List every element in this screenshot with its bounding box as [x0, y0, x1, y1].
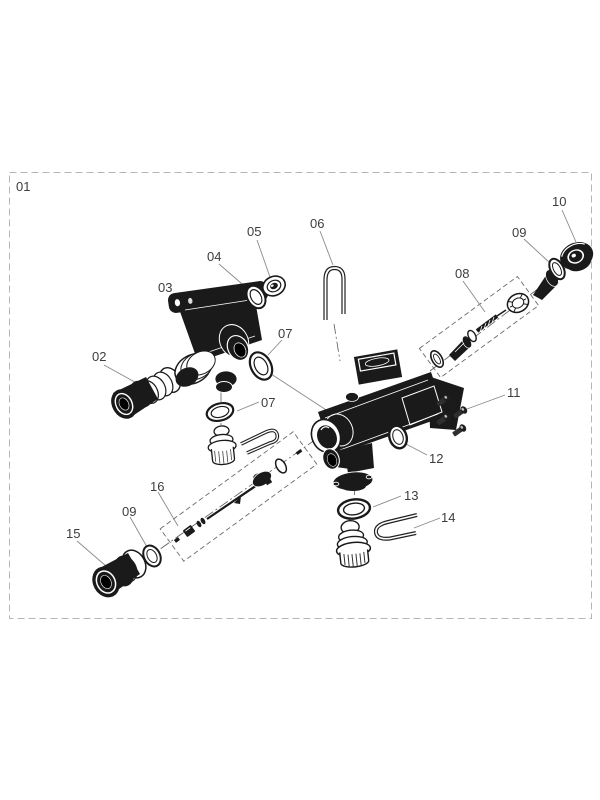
assembly-boundary-frame: [9, 172, 592, 619]
leader-05: [256, 239, 271, 278]
part-08-cartridge-kit: [429, 292, 530, 368]
part-16-spindle-kit: [173, 449, 303, 543]
part-retaining-clip-mid: [240, 428, 280, 455]
part-10-end-cap: [560, 242, 594, 272]
callout-03-label: 03: [158, 280, 172, 295]
leader-06: [319, 230, 334, 266]
part-07-oring-upper: [248, 351, 274, 381]
leader-12: [405, 443, 428, 456]
part-09-oring-upper: [548, 257, 566, 281]
callout-02-label: 02: [92, 349, 106, 364]
leader-09-upper: [523, 238, 552, 265]
leader-10: [561, 209, 577, 243]
part-03-upper-manifold: [168, 281, 268, 393]
part-06-retaining-clip: [323, 265, 346, 320]
leader-14: [413, 517, 441, 529]
leader-07-lower: [236, 401, 260, 412]
leader-09-lower: [129, 516, 148, 548]
callout-12-label: 12: [429, 451, 443, 466]
callout-14-label: 14: [441, 510, 455, 525]
callout-07-upper-label: 07: [278, 326, 292, 341]
callout-15-label: 15: [66, 526, 80, 541]
leader-15: [76, 540, 107, 567]
part-drain-fitting-bottom: [335, 519, 372, 568]
callout-16-label: 16: [150, 479, 164, 494]
part-04-seal-ring: [245, 284, 267, 310]
leader-16: [157, 491, 179, 527]
part-15-threaded-fitting: [92, 549, 147, 598]
leader-11: [466, 394, 506, 410]
leader-13: [372, 495, 402, 508]
callout-06-label: 06: [310, 216, 324, 231]
part-14-retaining-clip: [373, 513, 418, 541]
callout-08-label: 08: [455, 266, 469, 281]
callout-labels: 01 02 03 04 05 06 07 07 08 09 10 11 12 1…: [16, 179, 566, 541]
callout-05-label: 05: [247, 224, 261, 239]
callout-04-label: 04: [207, 249, 221, 264]
callout-09-upper-label: 09: [512, 225, 526, 240]
part-11-screws: [436, 394, 468, 437]
callout-11-label: 11: [507, 385, 521, 400]
part-drain-fitting-mid: [207, 425, 237, 466]
part-main-valve-body: [310, 349, 464, 491]
part-13-gasket: [336, 498, 372, 520]
part-12-oring: [387, 424, 409, 450]
kit-box-16: [159, 431, 318, 562]
leader-08: [462, 280, 486, 313]
leader-07-upper: [267, 339, 283, 356]
callout-07-lower-label: 07: [261, 395, 275, 410]
callout-10-label: 10: [552, 194, 566, 209]
callout-01-label: 01: [16, 179, 30, 194]
kit-box-08: [418, 275, 540, 379]
callout-09-lower-label: 09: [122, 504, 136, 519]
callout-13-label: 13: [404, 488, 418, 503]
part-07-oring-lower: [205, 401, 235, 423]
part-05-cap-nut: [262, 275, 286, 297]
part-09-oring-lower: [142, 544, 162, 568]
